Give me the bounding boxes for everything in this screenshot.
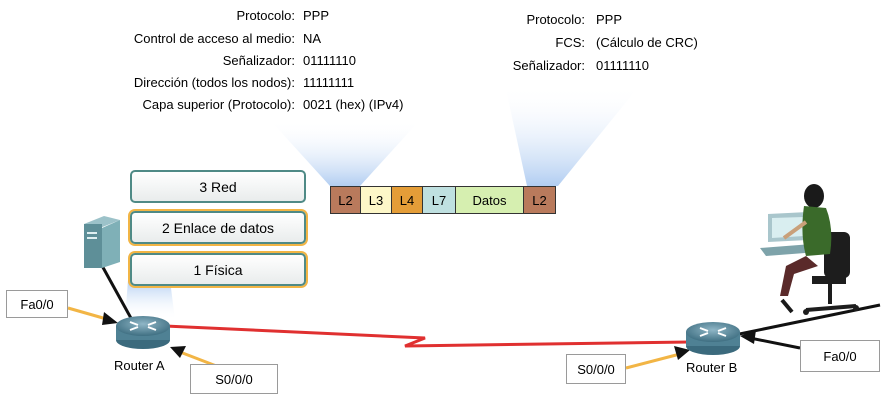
right-info-value-protocol: PPP [596, 12, 623, 27]
left-info-label-address: Dirección (todos los nodos): [133, 75, 295, 90]
left-info-value-protocol: PPP [303, 8, 330, 23]
router-b-fa-port-label: Fa0/0 [800, 340, 880, 372]
frame-l3: L3 [361, 187, 392, 213]
right-info-beam [505, 85, 640, 186]
router-a-fa-port-label: Fa0/0 [6, 290, 68, 318]
right-info-label-flag: Señalizador: [512, 58, 585, 73]
left-info-value-flag: 01111110 [303, 53, 357, 68]
frame-l7: L7 [423, 187, 456, 213]
server-icon [84, 216, 120, 268]
frame-l4: L4 [392, 187, 423, 213]
right-info-label-fcs: FCS: [555, 35, 585, 50]
right-info-value-flag: 01111110 [596, 58, 650, 73]
left-info-value-address: 11111111 [303, 75, 355, 90]
fa-b-pointer-head [740, 330, 756, 344]
left-info-value-upper-layer: 0021 (hex) (IPv4) [303, 97, 404, 112]
left-info-label-upper-layer: Capa superior (Protocolo): [142, 97, 295, 112]
s-b-pointer-head [674, 346, 690, 360]
layer-data-link: 2 Enlace de datos [130, 211, 306, 244]
server-link [98, 261, 134, 321]
s-a-pointer-head [170, 346, 186, 358]
frame-data: Datos [456, 187, 524, 213]
left-info-label-flag: Señalizador: [222, 53, 295, 68]
frame-l2-header: L2 [331, 187, 361, 213]
layer-beam [125, 280, 175, 320]
router-b-icon [686, 322, 740, 355]
frame-l2-trailer: L2 [524, 187, 555, 213]
user-at-computer-icon [760, 184, 859, 315]
right-info-value-fcs: (Cálculo de CRC) [596, 35, 698, 50]
router-a-icon [116, 316, 170, 349]
router-b-serial-port-label: S0/0/0 [566, 354, 626, 384]
router-b-label: Router B [686, 360, 738, 375]
fa-b-pointer [749, 336, 801, 350]
ppp-frame: L2 L3 L4 L7 Datos L2 [330, 186, 556, 214]
left-info-label-protocol: Protocolo: [236, 8, 295, 23]
left-info-label-mac: Control de acceso al medio: [133, 31, 295, 46]
s-b-pointer [625, 352, 681, 370]
fa-a-pointer-head [102, 312, 118, 325]
fa-a-pointer [67, 306, 111, 322]
pc-link [719, 303, 881, 340]
router-a-serial-port-label: S0/0/0 [190, 364, 278, 394]
layer-physical: 1 Física [130, 253, 306, 286]
serial-link [164, 324, 691, 348]
right-info-label-protocol: Protocolo: [526, 12, 585, 27]
layer-network: 3 Red [130, 170, 306, 203]
left-info-value-mac: NA [303, 31, 322, 46]
left-info-beam [270, 120, 420, 186]
router-a-label: Router A [114, 358, 165, 373]
